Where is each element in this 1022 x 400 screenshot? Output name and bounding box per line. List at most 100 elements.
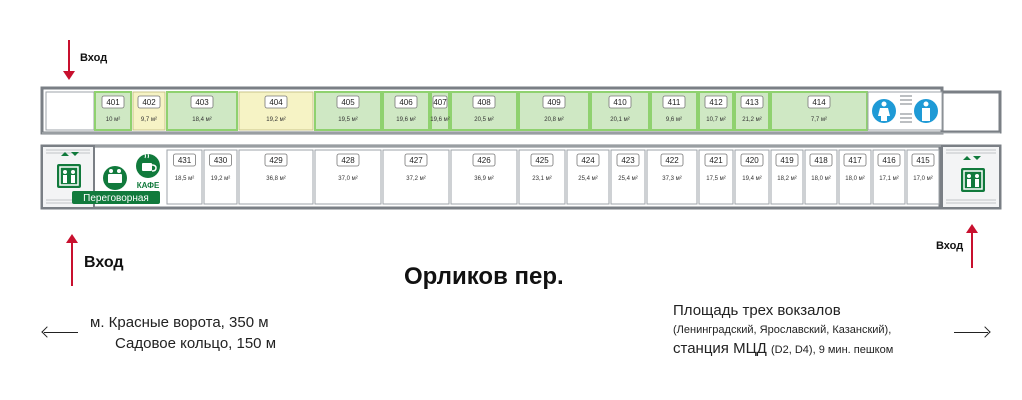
room-number: 403 xyxy=(195,98,209,107)
station-lines: (D2, D4) xyxy=(771,344,813,356)
room-area: 19,6 м² xyxy=(430,117,449,123)
room-area: 20,5 м² xyxy=(474,117,493,123)
room-414[interactable]: 414 7,7 м² xyxy=(770,91,868,131)
room-area: 7,7 м² xyxy=(811,117,827,123)
room-area: 36,8 м² xyxy=(266,176,285,182)
room-area: 20,1 м² xyxy=(610,117,629,123)
room-429[interactable]: 429 36,8 м² xyxy=(238,149,314,205)
room-422[interactable]: 422 37,3 м² xyxy=(646,149,698,205)
room-area: 18,0 м² xyxy=(845,176,864,182)
room-area: 10 м² xyxy=(106,117,120,123)
room-area: 23,1 м² xyxy=(532,176,551,182)
arrow-left-icon xyxy=(44,332,78,333)
wc-icon xyxy=(914,99,938,123)
room-area: 18,5 м² xyxy=(175,176,194,182)
entrance-label-top-left: Вход xyxy=(80,52,108,64)
room-number: 412 xyxy=(709,98,723,107)
arrow-right-icon xyxy=(954,332,988,333)
room-area: 10,7 м² xyxy=(706,117,725,123)
cafe-label: КАФЕ xyxy=(137,181,160,190)
room-area: 18,4 м² xyxy=(192,117,211,123)
room-410[interactable]: 410 20,1 м² xyxy=(590,91,650,131)
room-426[interactable]: 426 36,9 м² xyxy=(450,149,518,205)
room-423[interactable]: 423 25,4 м² xyxy=(610,149,646,205)
room-area: 19,4 м² xyxy=(742,176,761,182)
room-area: 19,6 м² xyxy=(396,117,415,123)
room-number: 418 xyxy=(814,156,828,165)
room-number: 414 xyxy=(812,98,826,107)
room-415[interactable]: 415 17,0 м² xyxy=(906,149,940,205)
room-area: 17,0 м² xyxy=(913,176,932,182)
room-412[interactable]: 412 10,7 м² xyxy=(698,91,734,131)
room-number: 421 xyxy=(709,156,723,165)
room-number: 422 xyxy=(665,156,679,165)
room-number: 428 xyxy=(341,156,355,165)
room-403[interactable]: 403 18,4 м² xyxy=(166,91,238,131)
entrance-arrow-bottom-left xyxy=(66,234,78,286)
direction-left-line1: м. Красные ворота, 350 м xyxy=(90,314,269,331)
room-number: 415 xyxy=(916,156,930,165)
walk-time: , 9 мин. пешком xyxy=(812,344,894,356)
room-401[interactable]: 401 10 м² xyxy=(94,91,132,131)
room-area: 37,2 м² xyxy=(406,176,425,182)
entrance-arrow-top-left xyxy=(63,40,75,80)
room-number: 408 xyxy=(477,98,491,107)
room-413[interactable]: 413 21,2 м² xyxy=(734,91,770,131)
room-area: 37,3 м² xyxy=(662,176,681,182)
room-number: 417 xyxy=(848,156,862,165)
room-number: 424 xyxy=(581,156,595,165)
entrance-label-bottom-left: Вход xyxy=(84,254,124,271)
room-number: 423 xyxy=(621,156,635,165)
room-number: 407 xyxy=(433,98,447,107)
room-407[interactable]: 407 19,6 м² xyxy=(430,91,450,131)
room-number: 426 xyxy=(477,156,491,165)
entrance-label-bottom-right: Вход xyxy=(936,240,964,252)
room-416[interactable]: 416 17,1 м² xyxy=(872,149,906,205)
room-area: 25,4 м² xyxy=(578,176,597,182)
room-number: 401 xyxy=(106,98,120,107)
direction-right-line1: Площадь трех вокзалов xyxy=(673,302,841,319)
wc-block xyxy=(867,91,943,131)
direction-left-line2: Садовое кольцо, 150 м xyxy=(115,335,277,352)
room-number: 413 xyxy=(745,98,759,107)
cafe-meeting-area: КАФЕ Переговорная xyxy=(72,150,166,204)
station-label: станция МЦД xyxy=(673,340,767,357)
room-424[interactable]: 424 25,4 м² xyxy=(566,149,610,205)
direction-right-line3: станция МЦД (D2, D4), 9 мин. пешком xyxy=(673,340,893,357)
room-area: 20,8 м² xyxy=(544,117,563,123)
room-area: 17,1 м² xyxy=(879,176,898,182)
room-number: 410 xyxy=(613,98,627,107)
room-area: 25,4 м² xyxy=(618,176,637,182)
elevator-icon xyxy=(57,152,81,188)
room-408[interactable]: 408 20,5 м² xyxy=(450,91,518,131)
room-number: 416 xyxy=(882,156,896,165)
room-area: 19,2 м² xyxy=(211,176,230,182)
room-number: 429 xyxy=(269,156,283,165)
meeting-label: Переговорная xyxy=(83,193,149,204)
room-number: 409 xyxy=(547,98,561,107)
stairs-icon xyxy=(900,95,912,123)
room-area: 21,2 м² xyxy=(742,117,761,123)
elevator-icon xyxy=(961,156,985,192)
entrance-arrow-bottom-right xyxy=(966,224,978,268)
room-409[interactable]: 409 20,8 м² xyxy=(518,91,590,131)
room-area: 36,9 м² xyxy=(474,176,493,182)
room-417[interactable]: 417 18,0 м² xyxy=(838,149,872,205)
cafe-icon xyxy=(136,153,160,178)
